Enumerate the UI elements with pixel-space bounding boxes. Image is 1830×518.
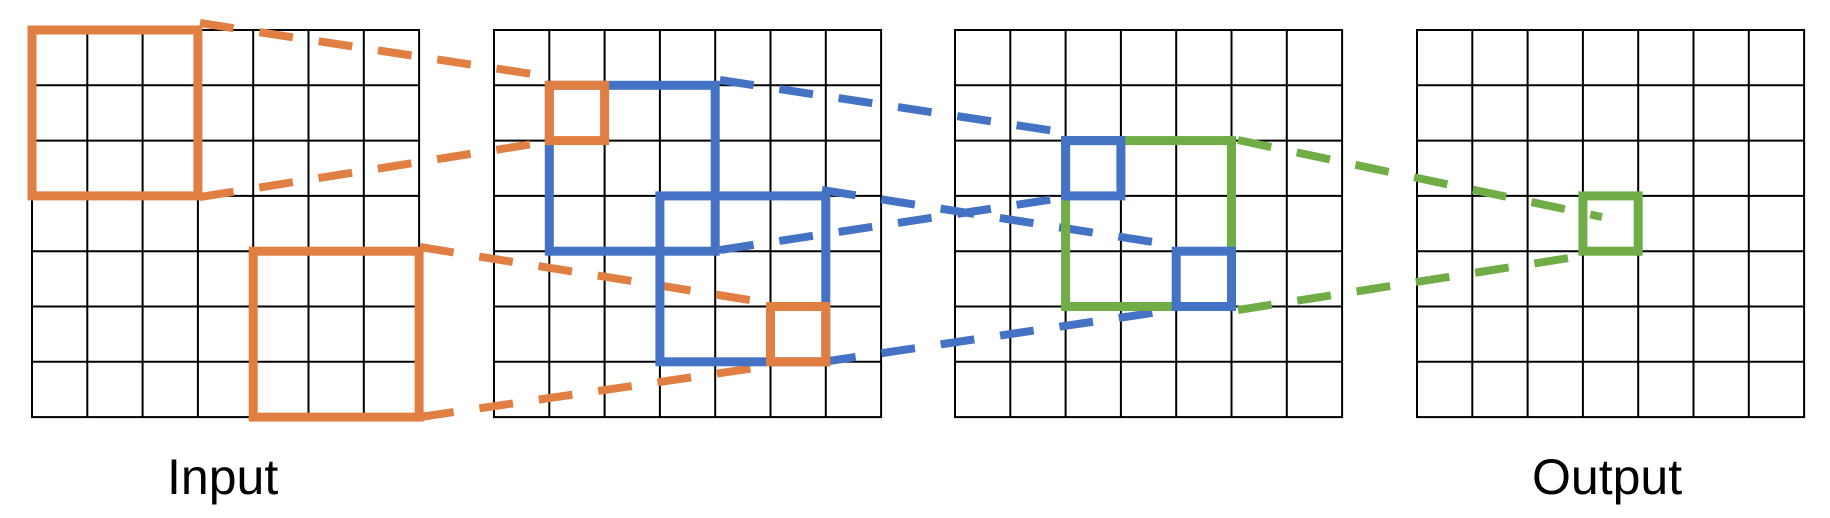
layer1-grid: [493, 29, 883, 419]
orange-cell: [544, 80, 610, 146]
green-projection-line: [1237, 136, 1603, 221]
blue-cell: [1061, 136, 1126, 201]
green-output-cell: [1578, 191, 1643, 256]
input-grid: [31, 29, 421, 419]
output-label: Output: [1532, 449, 1683, 505]
input-label: Input: [167, 449, 279, 505]
green-receptive-field: [1061, 136, 1236, 311]
output-grid: [1416, 29, 1806, 419]
blue-receptive-field: [655, 191, 831, 367]
orange-receptive-field: [248, 246, 424, 422]
orange-cell: [766, 302, 831, 367]
blue-cell: [1171, 246, 1236, 311]
orange-receptive-field: [27, 25, 203, 201]
blue-receptive-field: [544, 80, 720, 256]
